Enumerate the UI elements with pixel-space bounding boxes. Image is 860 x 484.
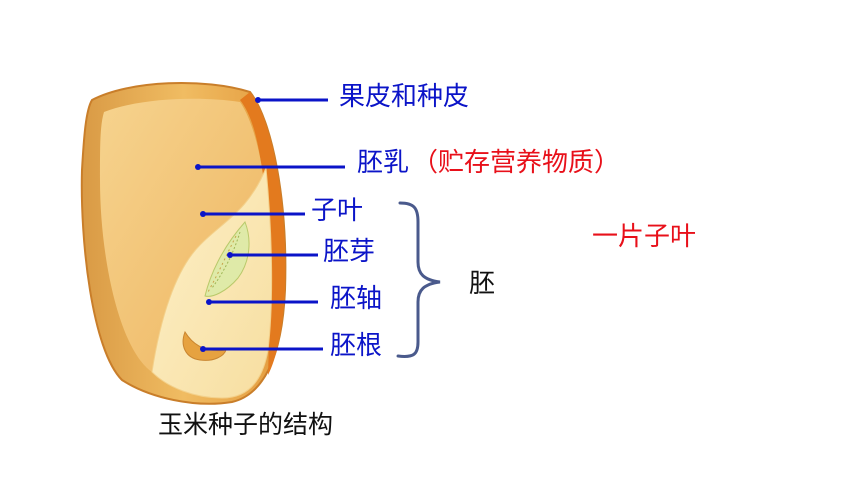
leader-lines — [198, 98, 345, 351]
label-plumule: 胚芽 — [323, 237, 376, 267]
brace-icon — [396, 201, 441, 358]
leader-dots — [195, 97, 261, 352]
diagram-caption: 玉米种子的结构 — [158, 410, 334, 439]
label-pericarp-seed-coat: 果皮和种皮 — [339, 82, 470, 112]
label-cotyledon: 子叶 — [311, 196, 364, 226]
label-hypocotyl: 胚轴 — [330, 284, 383, 314]
label-radicle: 胚根 — [330, 331, 383, 361]
label-embryo: 胚 — [469, 269, 496, 299]
label-one-cotyledon: 一片子叶 — [592, 222, 697, 252]
label-endosperm: 胚乳 — [357, 148, 410, 178]
label-endosperm-note: （贮存营养物质） — [412, 148, 621, 178]
seed-pericarp-band — [240, 92, 286, 375]
seed-icon — [80, 82, 287, 405]
